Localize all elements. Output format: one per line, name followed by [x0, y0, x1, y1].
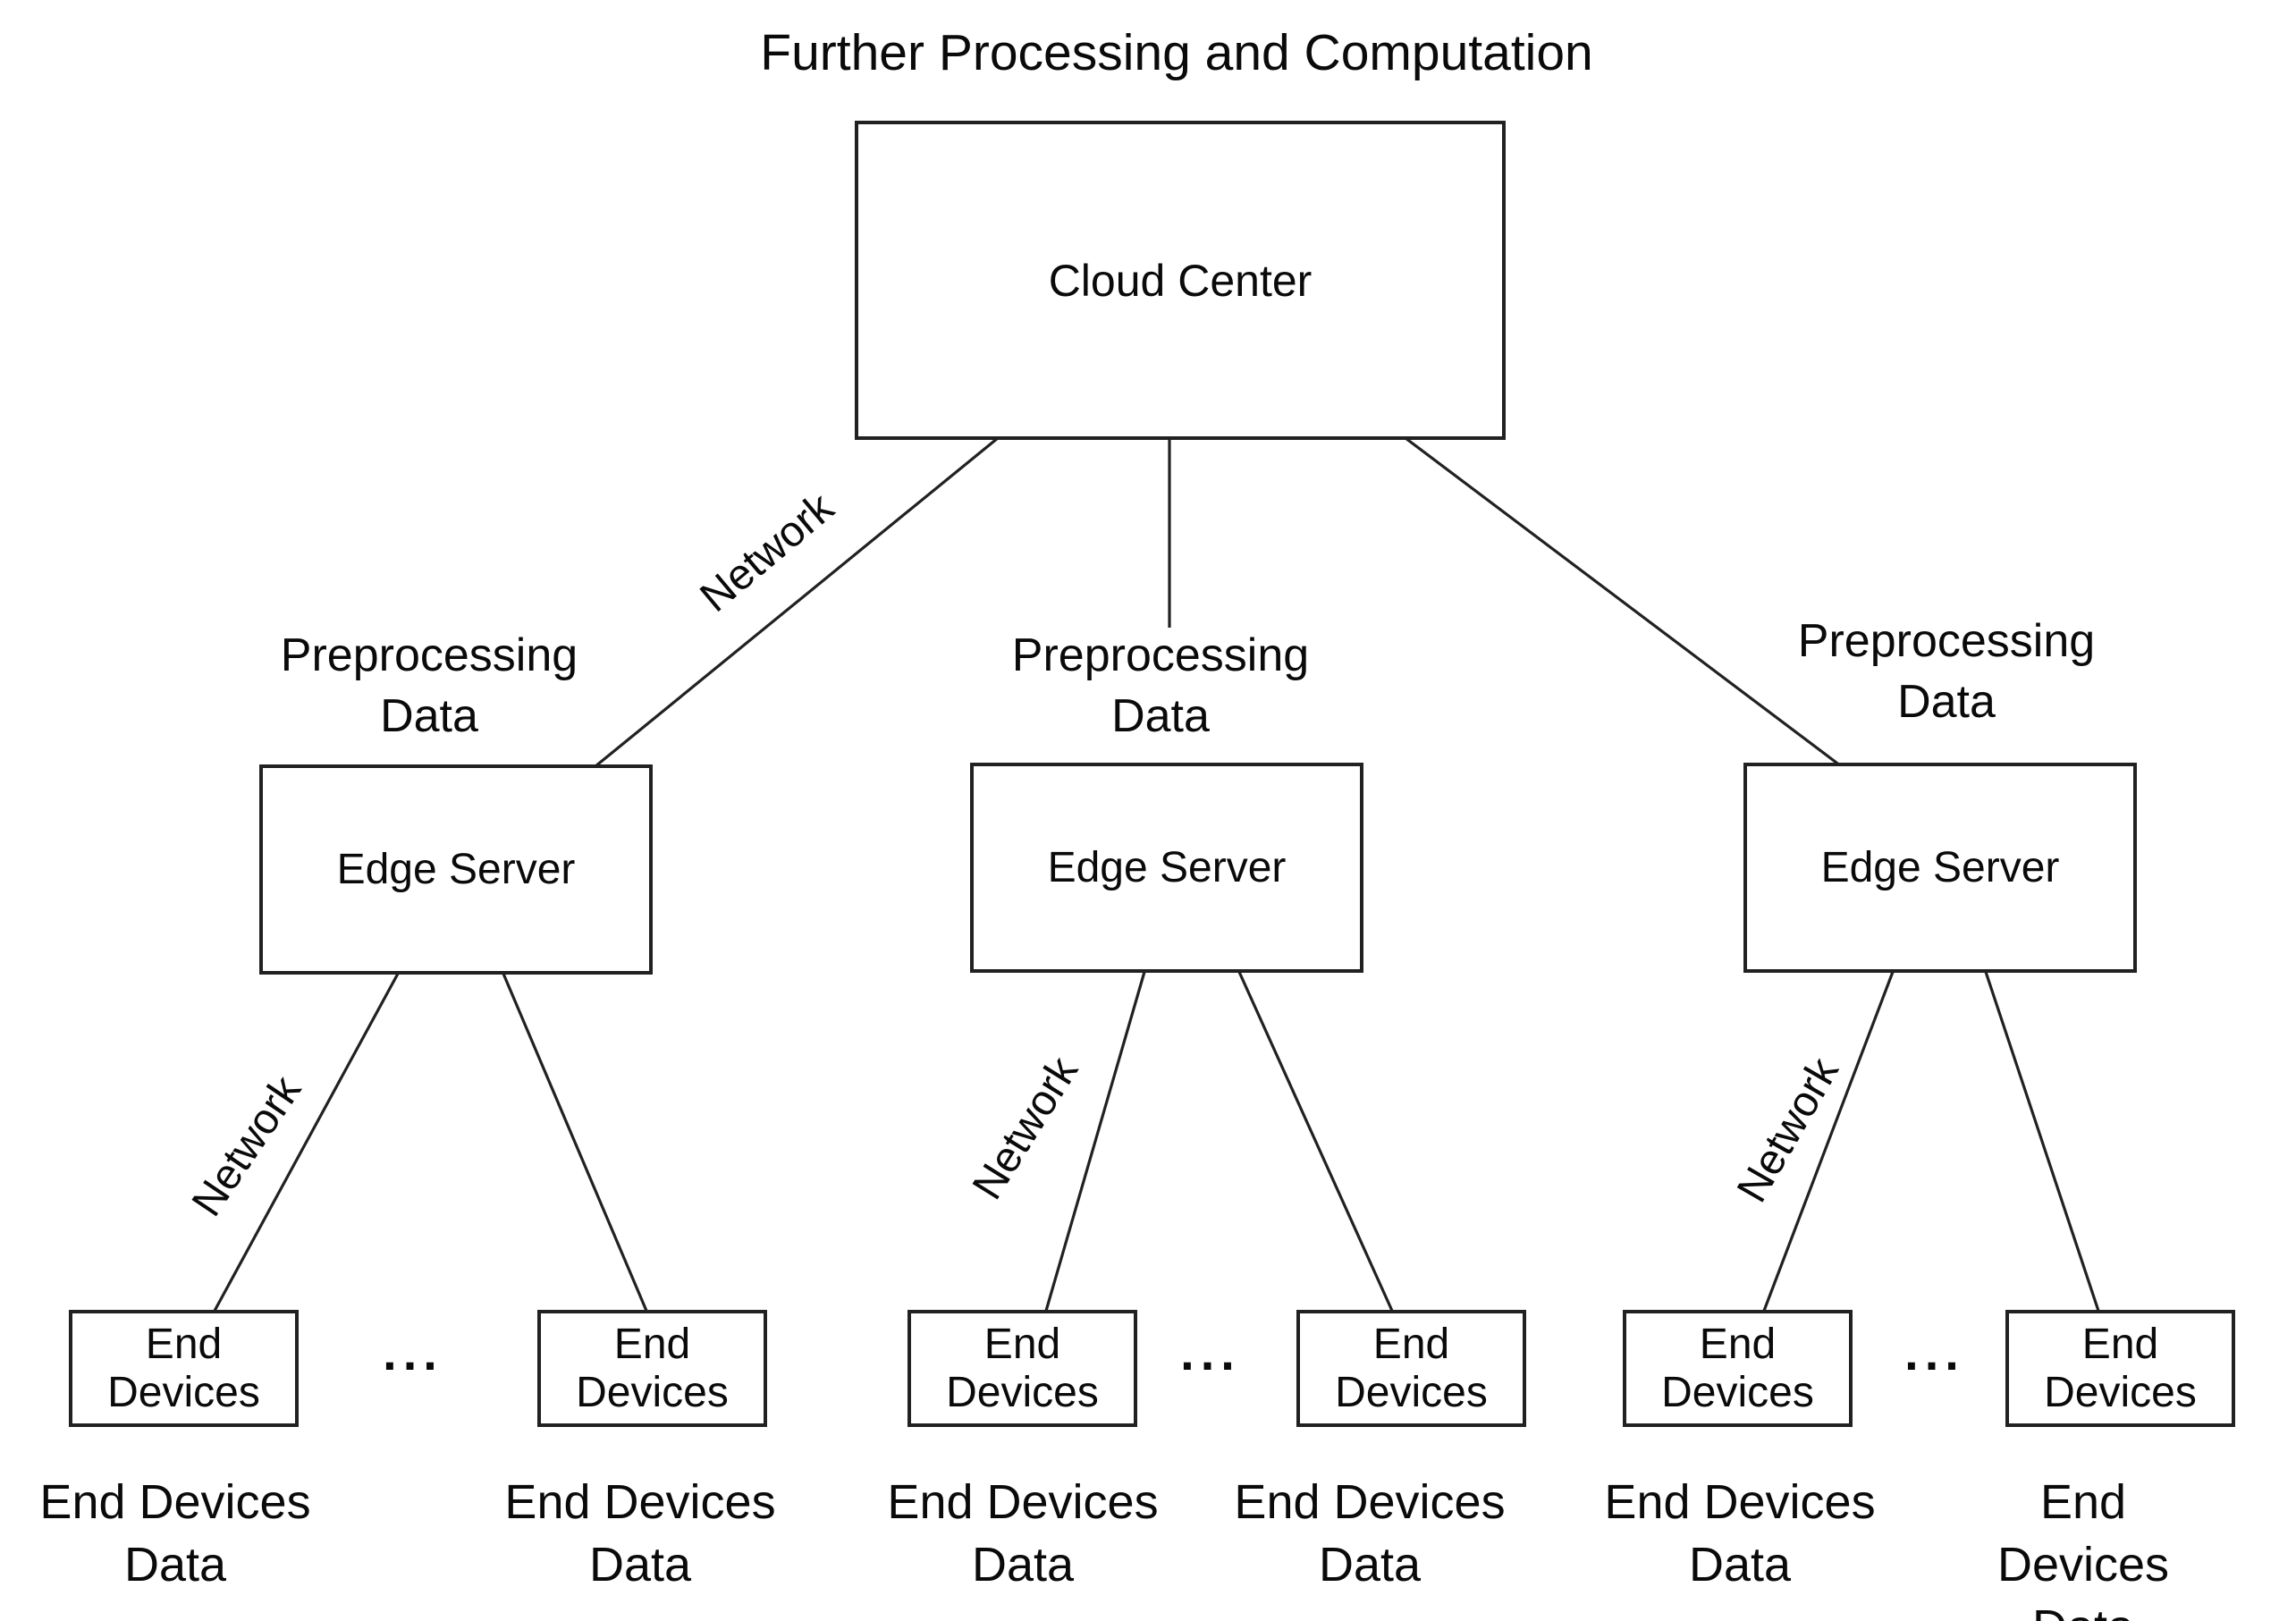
- end-devices-box-2a: End Devices: [907, 1310, 1137, 1427]
- link-edge-3-to-device-3a: [1762, 971, 1895, 1312]
- preprocessing-data-label-2: Preprocessing Data: [1011, 629, 1310, 742]
- link-edge-1-to-device-1a: [213, 973, 400, 1312]
- end-devices-box-1a: End Devices: [69, 1310, 299, 1427]
- end-devices-box-3a: End Devices: [1623, 1310, 1853, 1427]
- end-devices-data-label-3b: End Devices Data: [1996, 1475, 2170, 1621]
- ellipsis-group-2: ...: [1180, 1324, 1241, 1380]
- end-devices-data-label-2b: End Devices Data: [1234, 1475, 1506, 1592]
- edge-server-box-3: Edge Server: [1743, 763, 2137, 973]
- ellipsis-group-1: ...: [383, 1324, 443, 1380]
- diagram-title: Further Processing and Computation: [760, 24, 1593, 81]
- link-edge-2-to-device-2b: [1237, 971, 1394, 1312]
- edge-server-label-1: Edge Server: [336, 846, 576, 893]
- edge-server-box-1: Edge Server: [259, 764, 653, 975]
- end-devices-box-3b: End Devices: [2005, 1310, 2235, 1427]
- link-cloud-to-edge-server-1: [594, 436, 1000, 768]
- cloud-center-label: Cloud Center: [1048, 255, 1313, 306]
- end-devices-data-label-1a: End Devices Data: [39, 1475, 311, 1592]
- edge-server-label-3: Edge Server: [1820, 844, 2060, 891]
- end-devices-data-label-1b: End Devices Data: [504, 1475, 776, 1592]
- edge-server-box-2: Edge Server: [970, 763, 1363, 973]
- preprocessing-data-label-3: Preprocessing Data: [1797, 615, 2096, 728]
- cloud-center-box: Cloud Center: [855, 121, 1506, 440]
- end-devices-box-2b: End Devices: [1296, 1310, 1526, 1427]
- link-edge-2-to-device-2a: [1044, 971, 1146, 1312]
- link-edge-1-to-device-1b: [502, 973, 648, 1312]
- end-devices-data-label-3a: End Devices Data: [1604, 1475, 1876, 1592]
- link-edge-3-to-device-3b: [1984, 971, 2100, 1312]
- end-devices-box-1b: End Devices: [537, 1310, 767, 1427]
- preprocessing-data-label-1: Preprocessing Data: [280, 629, 578, 742]
- end-devices-data-label-2a: End Devices Data: [887, 1475, 1159, 1592]
- link-cloud-to-edge-server-3: [1405, 436, 1841, 767]
- ellipsis-group-3: ...: [1904, 1324, 1965, 1380]
- edge-server-label-2: Edge Server: [1047, 844, 1287, 891]
